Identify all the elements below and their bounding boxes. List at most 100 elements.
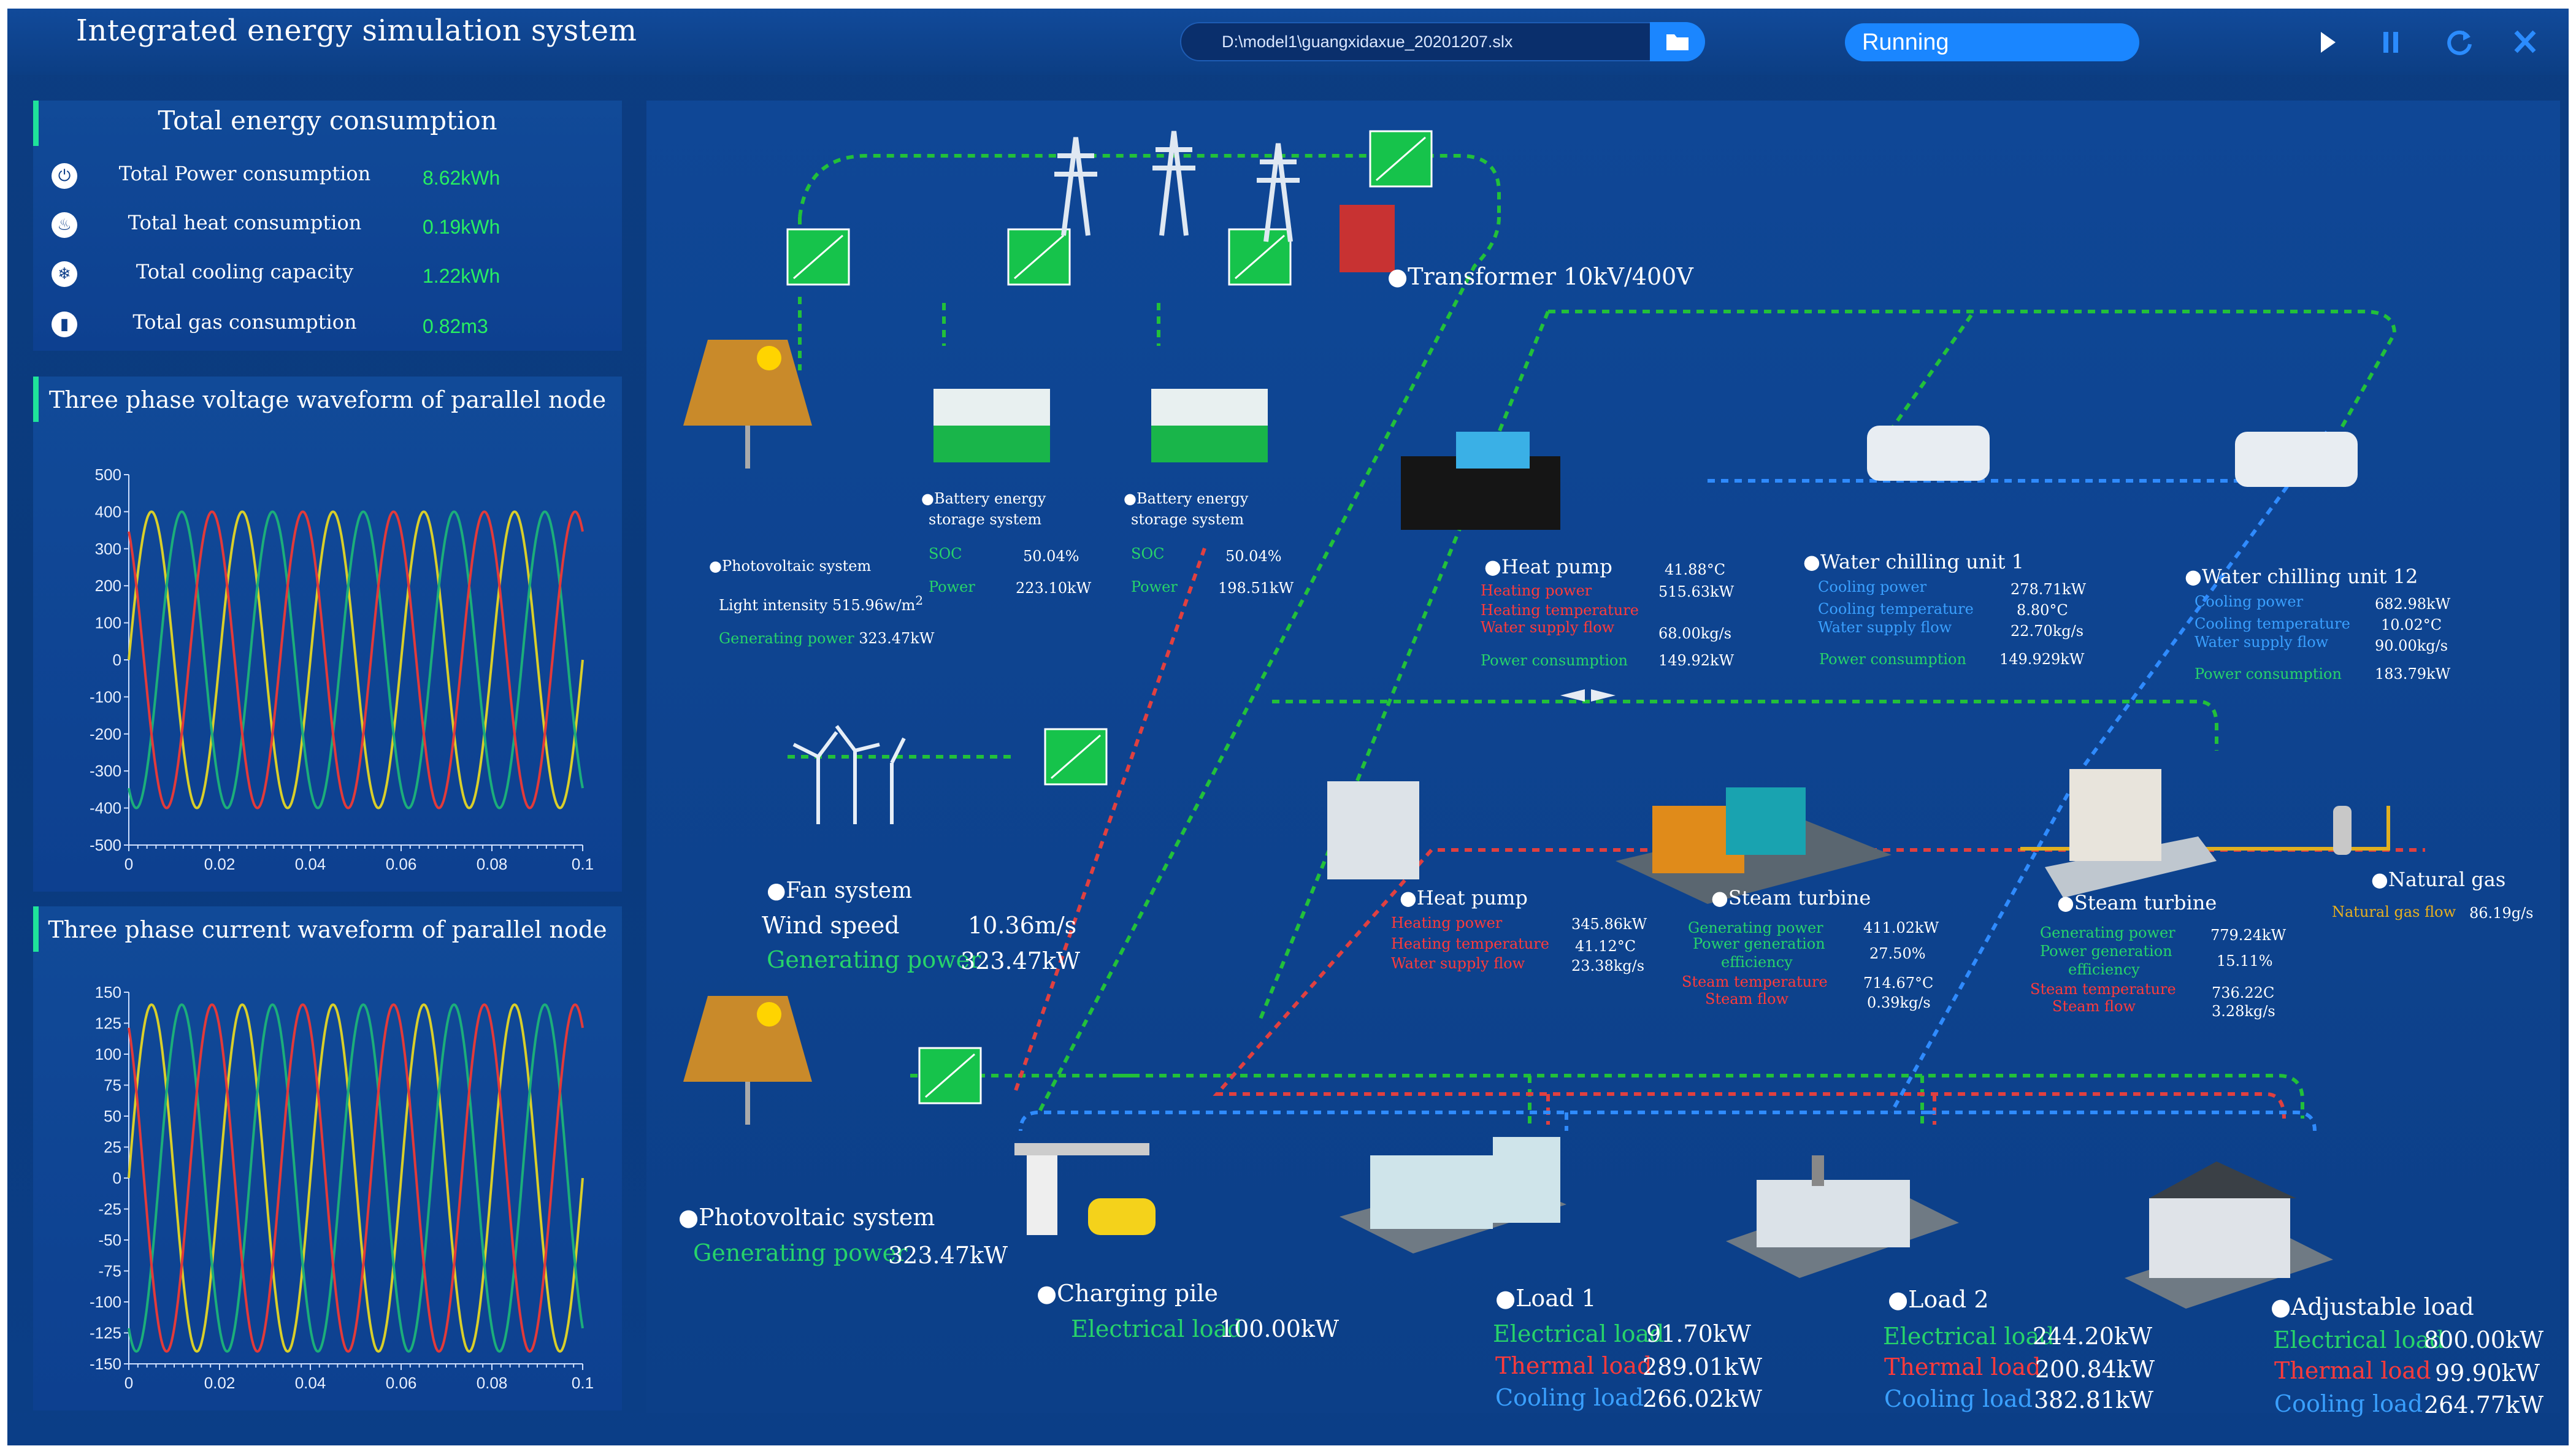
fan-gen: 323.47kW bbox=[960, 947, 1081, 974]
x-tick-label: 0.02 bbox=[204, 855, 236, 873]
pv1-gen-value: 323.47kW bbox=[859, 630, 935, 647]
heat-pump-icon bbox=[1327, 781, 1419, 879]
chiller12-l1: Cooling power bbox=[2195, 593, 2304, 610]
x-tick-label: 0.1 bbox=[572, 855, 594, 873]
bess2-soc-label: SOC bbox=[1131, 545, 1165, 562]
wind-turbine-icon bbox=[792, 725, 906, 824]
energy-value: 0.82m3 bbox=[423, 315, 488, 337]
chiller12-name: ●Water chilling unit 12 bbox=[2185, 565, 2418, 588]
fan-ws-label: Wind speed bbox=[762, 912, 900, 939]
close-icon bbox=[2514, 30, 2536, 53]
load1-el-label: Electrical load bbox=[1493, 1320, 1665, 1347]
pv1-name: ●Photovoltaic system bbox=[709, 557, 872, 575]
energy-value: 8.62kWh bbox=[423, 167, 500, 189]
load1-el: 91.70kW bbox=[1646, 1320, 1751, 1347]
chiller1-v4: 149.929kW bbox=[1999, 651, 2085, 668]
charging-el-label: Electrical load bbox=[1071, 1315, 1243, 1342]
load2-th: 200.84kW bbox=[2035, 1356, 2155, 1383]
converter-icon bbox=[786, 130, 1433, 1104]
bess2-name: ●Battery energy bbox=[1124, 490, 1249, 507]
heatpump1-l1: Heating power bbox=[1481, 582, 1592, 599]
y-tick-label: -200 bbox=[90, 725, 121, 743]
x-tick-label: 0.08 bbox=[477, 855, 508, 873]
y-tick-label: 150 bbox=[95, 983, 121, 1001]
charging-el: 100.00kW bbox=[1219, 1315, 1340, 1342]
y-tick-label: 75 bbox=[104, 1076, 121, 1095]
x-tick-label: 0.02 bbox=[204, 1374, 236, 1392]
chiller12-l4: Power consumption bbox=[2195, 665, 2342, 683]
y-tick-label: -150 bbox=[90, 1355, 121, 1373]
turbine2-name: ●Steam turbine bbox=[2057, 891, 2217, 914]
chiller12-v4: 183.79kW bbox=[2375, 665, 2451, 683]
turbine1-v3: 714.67°C bbox=[1863, 974, 1934, 992]
adj-co-label: Cooling load bbox=[2274, 1390, 2423, 1417]
load2-el: 244.20kW bbox=[2033, 1323, 2153, 1350]
y-tick-label: -400 bbox=[90, 799, 121, 817]
pv1-gen-label: Generating power bbox=[719, 630, 854, 647]
x-tick-label: 0.06 bbox=[386, 855, 417, 873]
chart-title: Three phase current waveform of parallel… bbox=[48, 916, 607, 943]
load1-name: ●Load 1 bbox=[1495, 1285, 1597, 1312]
bess1-power-label: Power bbox=[929, 578, 975, 595]
chiller1-l4: Power consumption bbox=[1819, 651, 1966, 668]
transformer-label: ●Transformer 10kV/400V bbox=[1387, 263, 1693, 290]
y-tick-label: 0 bbox=[113, 1169, 121, 1187]
close-button[interactable] bbox=[2506, 23, 2545, 61]
adj-el: 800.00kW bbox=[2424, 1326, 2544, 1353]
x-tick-label: 0.08 bbox=[477, 1374, 508, 1392]
connection-lines bbox=[683, 130, 2425, 1309]
gas-tank-icon bbox=[2333, 806, 2352, 855]
chiller1-v3: 22.70kg/s bbox=[2011, 622, 2084, 640]
y-tick-label: 100 bbox=[95, 614, 121, 632]
heatpump2-l2: Heating temperature bbox=[1391, 935, 1549, 952]
play-button[interactable] bbox=[2307, 23, 2347, 61]
refresh-icon bbox=[2447, 30, 2472, 55]
y-tick-label: 500 bbox=[95, 465, 121, 484]
chiller1-v2: 8.80°C bbox=[2017, 602, 2068, 619]
energy-label: Total cooling capacity bbox=[136, 260, 354, 283]
pv2-gen-label: Generating power bbox=[693, 1239, 908, 1266]
turbine2-l4: Steam flow bbox=[2052, 998, 2136, 1015]
charging-name: ●Charging pile bbox=[1037, 1280, 1219, 1307]
gas-flow: 86.19g/s bbox=[2469, 905, 2534, 922]
restart-button[interactable] bbox=[2440, 23, 2479, 61]
heatpump2-l3: Water supply flow bbox=[1391, 955, 1525, 972]
open-folder-button[interactable] bbox=[1650, 22, 1705, 61]
solar-panel-icon bbox=[683, 340, 812, 1125]
heatpump1-name: ●Heat pump bbox=[1484, 555, 1612, 578]
bess2-power-label: Power bbox=[1131, 578, 1178, 595]
heatpump2-v2: 41.12°C bbox=[1575, 938, 1636, 955]
turbine1-v4: 0.39kg/s bbox=[1867, 994, 1931, 1011]
flame-icon: ♨ bbox=[52, 212, 77, 238]
energy-label: Total gas consumption bbox=[132, 310, 357, 334]
turbine2-v4: 3.28kg/s bbox=[2212, 1003, 2275, 1020]
y-tick-label: -75 bbox=[98, 1262, 121, 1280]
y-tick-label: 100 bbox=[95, 1045, 121, 1063]
y-tick-label: 400 bbox=[95, 502, 121, 521]
energy-panel: Total energy consumption ⏻Total Power co… bbox=[33, 101, 622, 351]
load2-name: ●Load 2 bbox=[1888, 1286, 1989, 1313]
bess1-soc: 50.04% bbox=[1023, 548, 1079, 565]
turbine2-l1: Generating power bbox=[2040, 924, 2175, 941]
turbine2-l2b: efficiency bbox=[2068, 961, 2140, 978]
chiller-icon bbox=[1867, 426, 1990, 481]
gas-icon: ▮ bbox=[52, 312, 77, 337]
chiller1-l1: Cooling power bbox=[1818, 578, 1927, 595]
adj-th-label: Thermal load bbox=[2274, 1357, 2431, 1384]
heatpump1-l4: Power consumption bbox=[1481, 652, 1628, 669]
pv1-light-text: Light intensity 515.96w/m bbox=[719, 597, 916, 614]
file-path-field[interactable]: D:\model1\guangxidaxue_20201207.slx bbox=[1180, 22, 1683, 61]
heatpump2-l1: Heating power bbox=[1391, 914, 1503, 932]
load1-co: 266.02kW bbox=[1643, 1385, 1763, 1412]
heatpump1-v3: 68.00kg/s bbox=[1658, 625, 1732, 642]
bess1-power: 223.10kW bbox=[1016, 580, 1092, 597]
pause-button[interactable] bbox=[2371, 23, 2410, 61]
bess2-soc: 50.04% bbox=[1225, 548, 1282, 565]
y-tick-label: -300 bbox=[90, 762, 121, 780]
turbine1-v1: 411.02kW bbox=[1863, 919, 1939, 936]
load2-co-label: Cooling load bbox=[1884, 1385, 2033, 1412]
folder-icon bbox=[1666, 34, 1689, 50]
